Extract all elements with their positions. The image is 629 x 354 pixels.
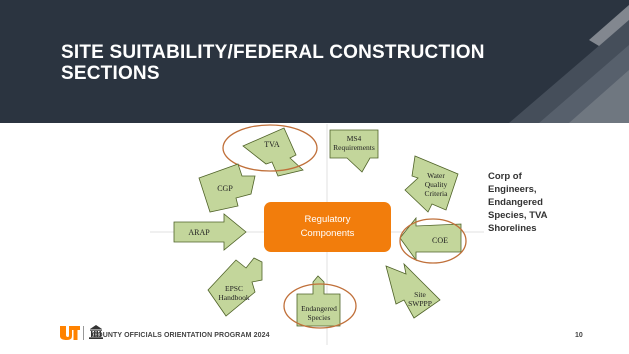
- coe-highlight-circle: [399, 218, 467, 264]
- ms4-arrow: [329, 129, 379, 173]
- endangered-line1: Endangered: [301, 304, 337, 313]
- endangered-label: Endangered Species: [296, 304, 342, 322]
- water-quality-line3: Criteria: [424, 189, 448, 198]
- page-number: 10: [575, 332, 583, 339]
- slide-title: SITE SUITABILITY/FEDERAL CONSTRUCTION SE…: [61, 42, 485, 84]
- coe-label: COE: [432, 236, 448, 245]
- center-line2: Components: [300, 228, 355, 239]
- ut-logo-icon: [60, 326, 80, 340]
- ms4-label: MS4 Requirements: [330, 134, 378, 152]
- water-quality-line2: Quality: [424, 180, 448, 189]
- cgp-label: CGP: [217, 184, 233, 193]
- arap-arrow: [173, 213, 247, 251]
- water-quality-label: Water Quality Criteria: [419, 171, 453, 198]
- swppp-arrow: [385, 262, 441, 319]
- epsc-label: EPSC Handbook: [214, 284, 254, 302]
- slide-header: SITE SUITABILITY/FEDERAL CONSTRUCTION SE…: [0, 0, 629, 123]
- side-note-line4: Species, TVA: [488, 210, 548, 221]
- water-quality-line1: Water: [427, 171, 445, 180]
- regulatory-components-box: Regulatory Components: [264, 202, 391, 252]
- coe-arrow: [399, 216, 462, 262]
- ms4-label-line2: Requirements: [333, 143, 375, 152]
- endangered-line2: Species: [307, 313, 331, 322]
- side-note-line2: Engineers,: [488, 184, 537, 195]
- endangered-highlight-circle: [283, 283, 357, 329]
- epsc-line1: EPSC: [225, 284, 243, 293]
- building-icon: [89, 325, 103, 339]
- epsc-line2: Handbook: [218, 293, 250, 302]
- arap-label: ARAP: [188, 228, 210, 237]
- center-line1: Regulatory: [304, 214, 351, 225]
- epsc-arrow: [207, 257, 263, 317]
- logo-divider: [83, 326, 84, 340]
- endangered-arrow: [296, 275, 341, 327]
- side-note: Corp of Engineers, Endangered Species, T…: [488, 170, 583, 235]
- columns-decoration-icon: [509, 5, 629, 123]
- swppp-line1: Site: [414, 290, 426, 299]
- water-quality-arrow: [404, 155, 459, 213]
- swppp-line2: SWPPP: [408, 299, 432, 308]
- tva-arrow: [242, 127, 304, 177]
- side-note-line5: Shorelines: [488, 223, 537, 234]
- tva-label: TVA: [264, 140, 280, 149]
- side-note-line1: Corp of: [488, 171, 522, 182]
- ms4-label-line1: MS4: [346, 134, 362, 143]
- footer-program: COUNTY OFFICIALS ORIENTATION PROGRAM 202…: [92, 332, 270, 339]
- swppp-label: Site SWPPP: [404, 290, 436, 308]
- cgp-arrow: [198, 163, 256, 213]
- tva-highlight-circle: [222, 124, 318, 172]
- side-note-line3: Endangered: [488, 197, 543, 208]
